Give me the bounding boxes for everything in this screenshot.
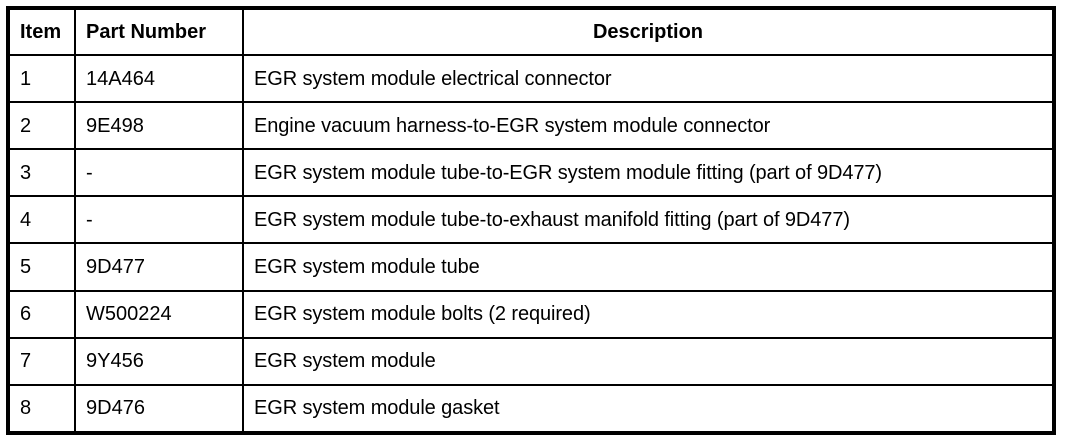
column-header-description: Description [242, 7, 1055, 56]
cell-item: 4 [7, 195, 76, 245]
cell-description: EGR system module gasket [242, 383, 1055, 435]
table-row: 7 9Y456 EGR system module [7, 336, 1055, 386]
cell-description: EGR system module [242, 336, 1055, 386]
cell-part-number: 14A464 [74, 53, 244, 104]
parts-table-header: Item Part Number Description [7, 7, 1055, 56]
table-row: 1 14A464 EGR system module electrical co… [7, 53, 1055, 104]
table-row: 8 9D476 EGR system module gasket [7, 383, 1055, 435]
cell-item: 3 [7, 148, 76, 198]
cell-description: Engine vacuum harness-to-EGR system modu… [242, 101, 1055, 151]
cell-description: EGR system module bolts (2 required) [242, 289, 1055, 339]
cell-item: 8 [7, 383, 76, 435]
cell-part-number: 9E498 [74, 101, 244, 151]
cell-item: 5 [7, 242, 76, 292]
header-row: Item Part Number Description [7, 7, 1055, 56]
cell-part-number: 9Y456 [74, 336, 244, 386]
table-row: 6 W500224 EGR system module bolts (2 req… [7, 289, 1055, 339]
cell-part-number: - [74, 195, 244, 245]
cell-item: 7 [7, 336, 76, 386]
column-header-part-number: Part Number [74, 7, 244, 56]
cell-description: EGR system module electrical connector [242, 53, 1055, 104]
cell-part-number: - [74, 148, 244, 198]
parts-table: Item Part Number Description 1 14A464 EG… [6, 6, 1056, 435]
table-row: 3 - EGR system module tube-to-EGR system… [7, 148, 1055, 198]
table-row: 2 9E498 Engine vacuum harness-to-EGR sys… [7, 101, 1055, 151]
cell-item: 6 [7, 289, 76, 339]
cell-part-number: W500224 [74, 289, 244, 339]
table-row: 4 - EGR system module tube-to-exhaust ma… [7, 195, 1055, 245]
cell-description: EGR system module tube [242, 242, 1055, 292]
table-row: 5 9D477 EGR system module tube [7, 242, 1055, 292]
cell-item: 1 [7, 53, 76, 104]
cell-description: EGR system module tube-to-exhaust manifo… [242, 195, 1055, 245]
parts-table-container: Item Part Number Description 1 14A464 EG… [6, 6, 1056, 435]
cell-description: EGR system module tube-to-EGR system mod… [242, 148, 1055, 198]
cell-part-number: 9D476 [74, 383, 244, 435]
cell-item: 2 [7, 101, 76, 151]
parts-table-body: 1 14A464 EGR system module electrical co… [7, 53, 1055, 435]
column-header-item: Item [7, 7, 76, 56]
cell-part-number: 9D477 [74, 242, 244, 292]
